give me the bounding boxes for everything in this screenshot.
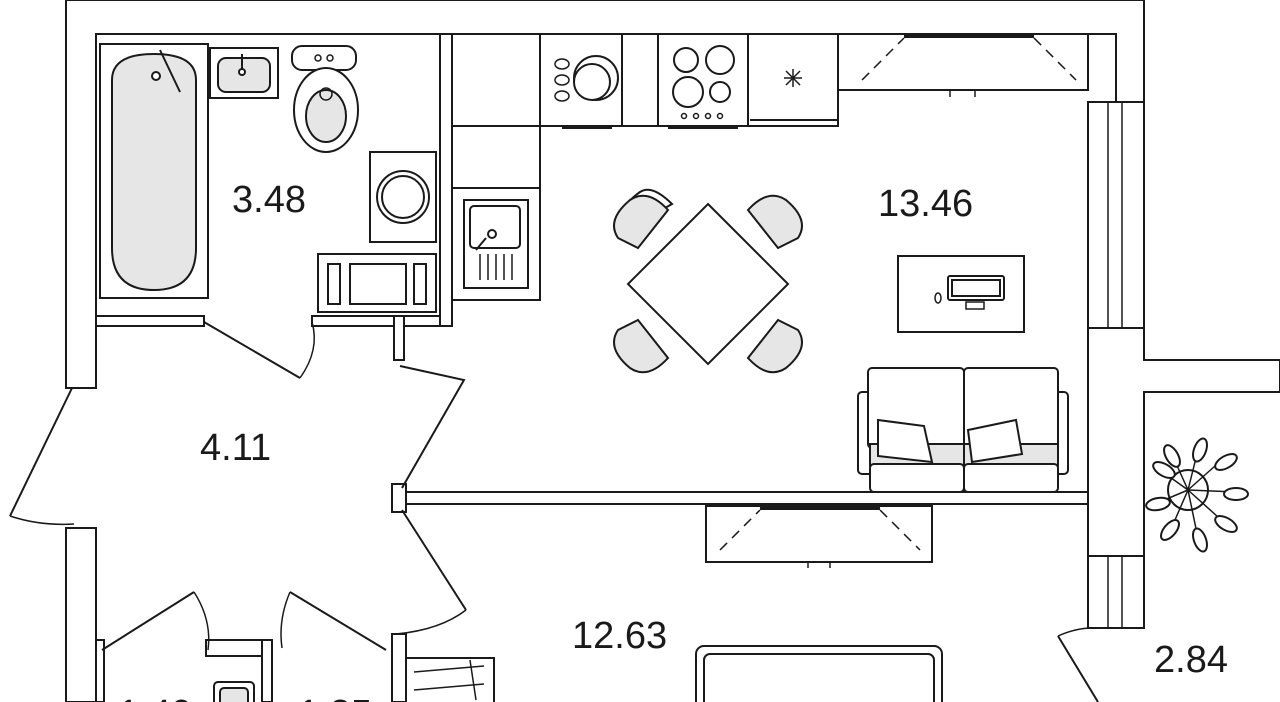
balcony-area-label: 2.84 [1154, 639, 1228, 681]
door-kitchen [399, 365, 466, 489]
fridge [750, 69, 838, 121]
top-window-unit [837, 33, 1089, 97]
bathroom-area-label: 3.48 [232, 179, 306, 221]
bathtub [99, 43, 209, 299]
toilet [291, 45, 359, 153]
bathroom-cabinet [317, 253, 437, 313]
hallway-area-label: 4.11 [200, 427, 271, 469]
kitchen-living-area-label: 13.46 [878, 183, 973, 225]
interior-walls [95, 33, 1089, 702]
door-bathroom [203, 321, 315, 379]
desk [897, 255, 1025, 333]
window-right-lower [1107, 556, 1123, 628]
plant-icon [1145, 437, 1249, 553]
storage-area-label: 1.35 [298, 693, 372, 702]
bed [695, 645, 943, 702]
dishwasher [554, 55, 619, 129]
bathroom-sink [209, 47, 279, 99]
door-wc [101, 591, 210, 651]
window-right-upper [1088, 102, 1144, 329]
kitchen-sink [463, 199, 529, 289]
outer-walls [65, 0, 1280, 702]
wc-area-label: 1.40 [118, 693, 192, 702]
door-storage [280, 591, 387, 651]
door-bedroom [395, 509, 467, 635]
door-balcony-right [1057, 627, 1099, 702]
stove [668, 45, 738, 129]
storage-shelves [405, 657, 495, 702]
wc-sink [213, 681, 255, 702]
bedroom-area-label: 12.63 [572, 615, 667, 657]
door-balcony-left [9, 387, 75, 526]
washing-machine [369, 151, 437, 243]
sofa [857, 367, 1069, 493]
bedroom-window-unit [705, 505, 933, 568]
dining-table [613, 188, 803, 374]
